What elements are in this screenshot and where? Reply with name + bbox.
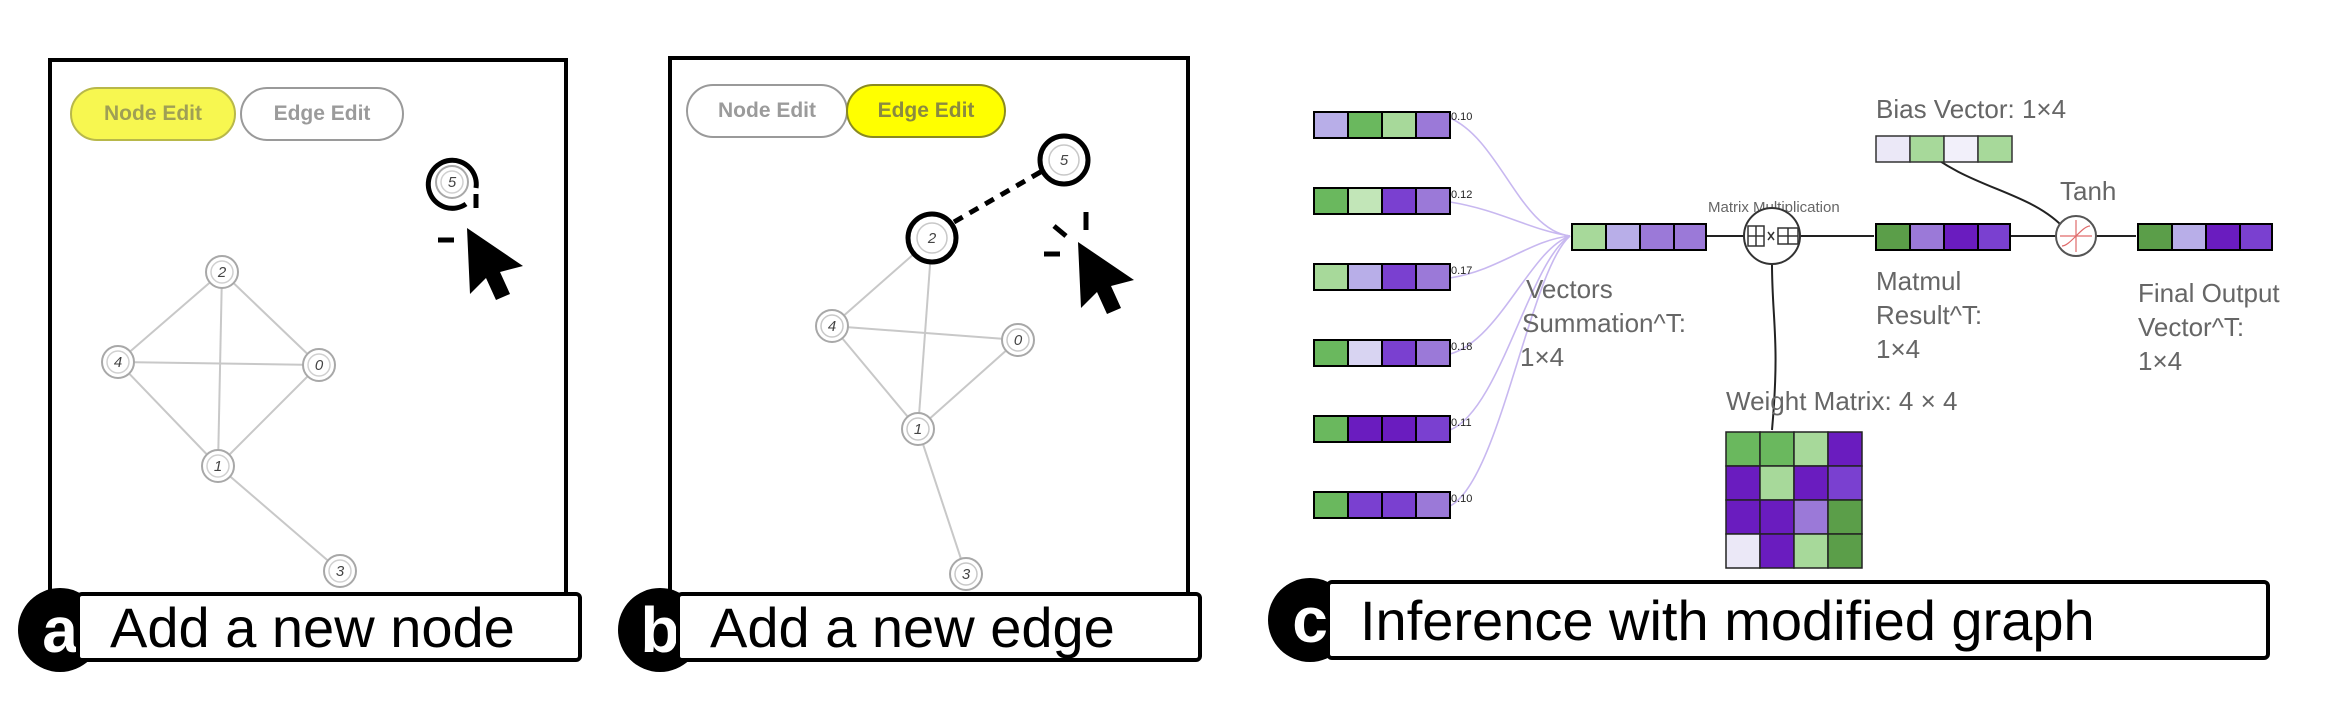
node-label: 5	[1060, 152, 1069, 169]
input-vectors	[1313, 111, 1451, 519]
input-value: 0.10	[1451, 493, 1472, 505]
vectors-summation-label-2: Summation^T:	[1522, 308, 1686, 338]
weight-matrix	[1725, 431, 1863, 569]
node-label: 0	[315, 357, 324, 374]
vectors-summation-label-3: 1×4	[1520, 342, 1564, 372]
graph-a: 2 4 0 1 3 5	[101, 157, 523, 588]
matmul-result-label-2: Result^T:	[1876, 300, 1982, 330]
final-output-label-3: 1×4	[2138, 346, 2182, 376]
matmul-icon	[1743, 207, 1801, 265]
input-value: 0.18	[1451, 341, 1472, 353]
node-label: 0	[1014, 332, 1023, 349]
node-label: 4	[828, 318, 836, 335]
panel-b: Node Edit Edge Edit	[668, 56, 1190, 600]
input-value: 0.11	[1451, 417, 1472, 429]
final-output	[2137, 223, 2273, 251]
node-label: 1	[914, 421, 922, 438]
node-label: 2	[217, 264, 227, 281]
inference-diagram: 0.10 0.12 0.17 0.18 0.11 0.10 Matrix Mul…	[1313, 94, 2280, 569]
bias-vector	[1875, 135, 2013, 163]
caption-b: Add a new edge	[676, 592, 1202, 662]
caption-a: Add a new node	[76, 592, 582, 662]
vectors-summation	[1571, 223, 1707, 251]
vectors-summation-label: Vectors	[1526, 274, 1613, 304]
matmul-result-label-3: 1×4	[1876, 334, 1920, 364]
input-value: 0.17	[1451, 265, 1472, 277]
input-value: 0.10	[1451, 111, 1472, 123]
cursor-icon	[467, 228, 523, 300]
tanh-label: Tanh	[2060, 176, 2116, 206]
node-label: 3	[336, 563, 345, 580]
final-output-label: Final Output	[2138, 278, 2280, 308]
node-label: 4	[114, 354, 122, 371]
tanh-icon	[2055, 215, 2097, 257]
new-edge	[952, 167, 1046, 225]
bias-label: Bias Vector: 1×4	[1876, 94, 2066, 124]
edge-edit-button[interactable]: Edge Edit	[240, 87, 404, 141]
matmul-result-label: Matmul	[1876, 266, 1961, 296]
weight-matrix-label: Weight Matrix: 4 × 4	[1726, 386, 1957, 416]
cursor-icon	[1078, 242, 1134, 314]
input-value: 0.12	[1451, 189, 1472, 201]
new-node-highlight	[425, 157, 479, 211]
node-label: 5	[448, 174, 457, 191]
graph-b: 2 5 4 0 1 3	[815, 133, 1134, 591]
panel-a: Node Edit Edge Edit	[48, 58, 568, 598]
caption-c: Inference with modified graph	[1326, 580, 2270, 660]
node-label: 3	[962, 566, 971, 583]
node-edit-button[interactable]: Node Edit	[70, 87, 236, 141]
node-label: 1	[214, 458, 222, 475]
matmul-result	[1875, 223, 2011, 251]
final-output-label-2: Vector^T:	[2138, 312, 2244, 342]
click-marks	[1044, 212, 1089, 257]
node-label: 2	[927, 230, 937, 247]
edge-edit-button[interactable]: Edge Edit	[846, 84, 1006, 138]
